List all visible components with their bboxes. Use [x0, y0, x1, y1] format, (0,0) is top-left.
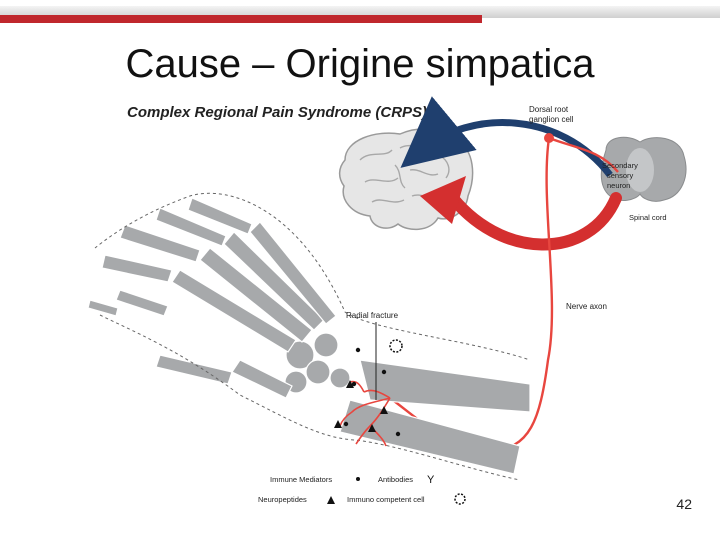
- top-red-stripe: [0, 15, 482, 23]
- legend-antibodies: Antibodies: [378, 475, 413, 484]
- top-decorative-bar: [0, 6, 720, 23]
- figure-heading: Complex Regional Pain Syndrome (CRPS): [127, 104, 427, 121]
- immune-markers: [334, 347, 401, 437]
- label-radial-fracture: Radial fracture: [346, 311, 399, 320]
- blue-ascending-arrow: [400, 96, 613, 178]
- legend-neuropeptides: Neuropeptides: [258, 495, 307, 504]
- label-secondary-3: neuron: [607, 181, 630, 190]
- label-secondary-2: sensory: [607, 171, 634, 180]
- legend-triangle-icon: [327, 496, 335, 504]
- label-spinal-cord: Spinal cord: [629, 213, 667, 222]
- page-number: 42: [676, 496, 692, 512]
- legend-immune-mediators: Immune Mediators: [270, 475, 332, 484]
- immune-cell-icon: [389, 339, 403, 353]
- legend-immuno-competent-cell: Immuno competent cell: [347, 495, 425, 504]
- label-dorsal-root-2: ganglion cell: [529, 115, 574, 124]
- spinal-cord-illustration: [600, 136, 687, 202]
- hand-outline: [94, 192, 531, 481]
- hand-skeleton: [87, 197, 531, 475]
- red-descending-arrow: [442, 186, 622, 251]
- legend-antibody-icon: Y: [427, 474, 435, 486]
- slide-title: Cause – Origine simpatica: [125, 42, 595, 86]
- label-nerve-axon: Nerve axon: [566, 302, 607, 311]
- legend-dot-icon: [356, 477, 360, 481]
- label-secondary-1: Secondary: [602, 161, 638, 170]
- label-dorsal-root-1: Dorsal root: [529, 105, 569, 114]
- legend-cell-icon: [454, 493, 466, 505]
- legend: Immune Mediators Antibodies Y Neuropepti…: [258, 474, 466, 505]
- red-arrow-head: [420, 176, 466, 224]
